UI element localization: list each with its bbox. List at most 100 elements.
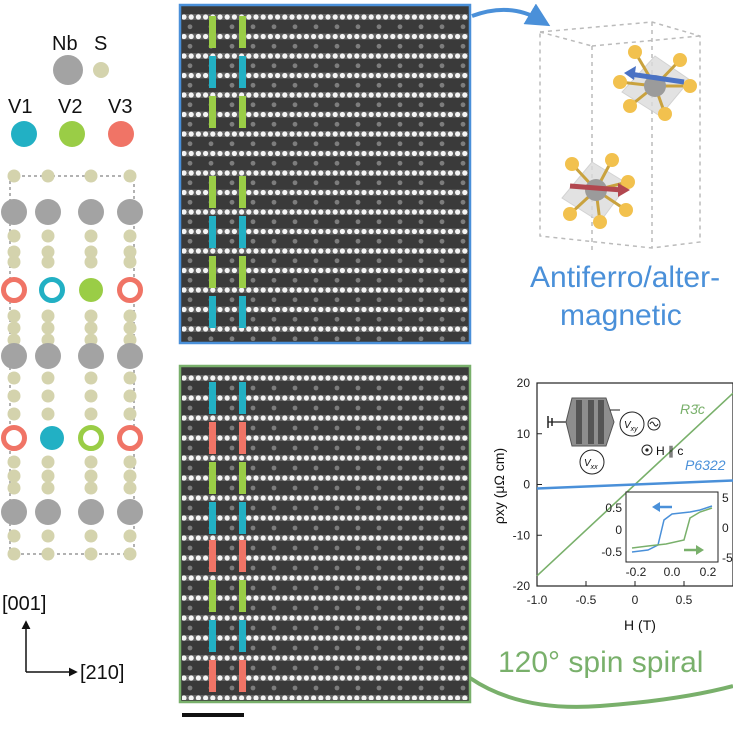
- dim-column: [250, 405, 256, 411]
- atom-column: [383, 228, 389, 235]
- atom-column: [296, 131, 302, 137]
- atom-column: [375, 92, 381, 98]
- atom-column: [289, 535, 295, 541]
- atom-column: [325, 53, 331, 59]
- chart-ytick: 10: [517, 427, 531, 441]
- circuit-vxy: Vxy: [624, 420, 638, 433]
- atom-column: [188, 515, 194, 521]
- atom-column: [325, 92, 331, 98]
- dim-column: [229, 316, 235, 322]
- s-atom: [123, 255, 137, 269]
- atom-column: [182, 306, 187, 313]
- atom-column: [440, 555, 446, 561]
- dim-column: [439, 43, 445, 49]
- vacancy-marker: [239, 620, 246, 652]
- atom-column: [318, 495, 324, 501]
- atom-column: [239, 695, 245, 700]
- atom-column: [462, 575, 468, 581]
- atom-column: [339, 635, 345, 641]
- atom-column: [411, 495, 417, 501]
- atom-column: [462, 170, 468, 176]
- atom-column: [217, 475, 223, 481]
- dim-column: [376, 24, 382, 30]
- dim-column: [229, 141, 235, 147]
- legend-label-v1: V1: [8, 96, 32, 118]
- dim-column: [334, 425, 340, 431]
- atom-column: [231, 14, 237, 20]
- atom-column: [433, 33, 439, 40]
- atom-column: [368, 326, 374, 332]
- atom-column: [296, 415, 302, 421]
- atom-column: [426, 575, 432, 581]
- atom-column: [433, 72, 439, 79]
- atom-column: [282, 575, 288, 581]
- atom-column: [239, 455, 245, 461]
- atom-column: [203, 435, 209, 441]
- atom-column: [239, 248, 245, 254]
- dim-column: [418, 219, 424, 225]
- atom-column: [383, 326, 389, 332]
- atom-column: [260, 515, 266, 521]
- atom-column: [433, 635, 439, 641]
- atom-column: [267, 615, 273, 621]
- link-curve-bottom: [468, 676, 733, 709]
- atom-column: [383, 675, 389, 681]
- nb-atom: [78, 499, 104, 525]
- dim-column: [355, 545, 361, 551]
- dim-column: [460, 102, 466, 108]
- atom-column: [289, 655, 295, 661]
- atom-column: [397, 209, 403, 215]
- dim-column: [418, 405, 424, 411]
- atom-column: [318, 675, 324, 681]
- atom-column: [397, 92, 403, 98]
- atom-column: [224, 53, 230, 59]
- dim-column: [229, 405, 235, 411]
- atom-column: [368, 435, 374, 441]
- atom-column: [311, 14, 317, 20]
- atom-column: [361, 395, 367, 401]
- dim-column: [292, 585, 298, 591]
- atom-column: [361, 655, 367, 661]
- atom-column: [397, 375, 403, 381]
- atom-column: [390, 675, 396, 681]
- atom-column: [375, 209, 381, 215]
- atom-column: [311, 287, 317, 293]
- atom-column: [462, 267, 468, 274]
- atom-column: [339, 375, 345, 381]
- dim-column: [250, 385, 256, 391]
- atom-column: [325, 150, 331, 157]
- atom-column: [275, 248, 281, 254]
- atom-column: [253, 415, 259, 421]
- atom-column: [411, 375, 417, 381]
- atom-column: [217, 615, 223, 621]
- atom-column: [303, 150, 309, 157]
- atom-column: [303, 267, 309, 274]
- dim-column: [334, 102, 340, 108]
- atom-column: [411, 267, 417, 274]
- atom-column: [397, 615, 403, 621]
- atom-column: [231, 72, 237, 79]
- atom-column: [332, 615, 338, 621]
- dim-column: [271, 525, 277, 531]
- atom-column: [311, 655, 317, 661]
- atom-column: [318, 33, 324, 40]
- atom-column: [368, 455, 374, 461]
- atom-column: [411, 14, 417, 20]
- s-atom: [7, 389, 21, 403]
- dim-column: [271, 82, 277, 88]
- nb-atom: [35, 499, 61, 525]
- atom-column: [289, 92, 295, 98]
- atom-column: [282, 435, 288, 441]
- atom-column: [440, 287, 446, 293]
- dim-column: [250, 63, 256, 69]
- atom-column: [231, 209, 237, 215]
- atom-column: [433, 675, 439, 681]
- dim-column: [460, 277, 466, 283]
- atom-column: [411, 615, 417, 621]
- atom-column: [210, 287, 216, 293]
- vacancy-marker: [209, 216, 216, 248]
- atom-column: [390, 306, 396, 313]
- atom-column: [383, 72, 389, 79]
- inset-xtick: -0.2: [626, 565, 647, 579]
- atom-column: [275, 170, 281, 176]
